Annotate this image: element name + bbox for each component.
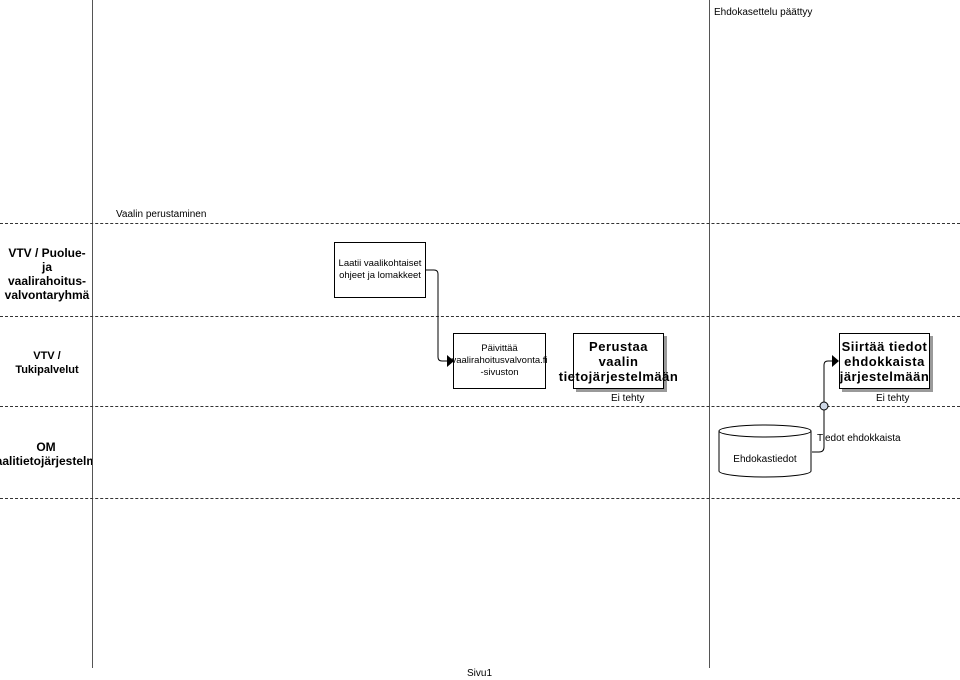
task-perustaa-vaalin[interactable]: Perustaa vaalin tietojärjestelmään	[559, 333, 678, 389]
connector-junction	[819, 401, 829, 411]
task-line: -sivuston	[480, 367, 519, 378]
lane-label-line: Tukipalvelut	[15, 364, 79, 376]
lane-separator-2	[0, 406, 960, 407]
arrowhead-sivusto	[447, 355, 454, 367]
task-laatii-ohjeet[interactable]: Laatii vaalikohtaiset ohjeet ja lomakkee…	[334, 242, 426, 298]
lane-label-line: valvontaryhmä	[4, 288, 90, 302]
lane-label-line: Vaalitietojärjestelmä	[0, 454, 92, 468]
lane-separator-top	[0, 223, 960, 224]
lane-label-line: OM	[36, 440, 56, 454]
status-perustaa: Ei tehty	[611, 393, 645, 404]
task-line: järjestelmään	[839, 368, 930, 384]
datastore-cylinder	[718, 424, 812, 478]
lane-label-line: ja	[41, 260, 52, 274]
connector-ohjeet-to-sivusto	[426, 269, 447, 362]
lane-separator-3	[0, 498, 960, 499]
lane-label-line: VTV / Puolue-	[8, 246, 86, 260]
task-line: vaalirahoitusvalvonta.fi	[451, 355, 548, 366]
lane-separator-1	[0, 316, 960, 317]
status-siirtaa: Ei tehty	[876, 393, 910, 404]
task-line: vaalin	[598, 353, 639, 369]
page-label: Sivu1	[467, 668, 493, 679]
task-line: Päivittää	[481, 343, 518, 354]
arrowhead-siirtaa	[832, 355, 839, 367]
lane-label-vtv-tukipalvelut: VTV / Tukipalvelut	[0, 349, 94, 377]
task-line: tietojärjestelmään	[558, 368, 679, 384]
task-line: Siirtää tiedot	[841, 338, 928, 354]
phase-header-left: Vaalin perustaminen	[116, 209, 207, 220]
lane-label-line: VTV /	[33, 350, 61, 362]
task-line: Perustaa	[589, 338, 648, 354]
lane-label-om: OM Vaalitietojärjestelmä	[0, 440, 92, 468]
lane-label-om-clip: OM Vaalitietojärjestelmä	[0, 440, 92, 472]
lane-label-vtv-puolue: VTV / Puolue- ja vaalirahoitus- valvonta…	[0, 246, 94, 302]
datastore-flow-label: Tiedot ehdokkaista	[817, 433, 901, 444]
lane-label-line: vaalirahoitus-	[7, 274, 87, 288]
phase-header-right: Ehdokasettelu päättyy	[714, 7, 813, 18]
phase-divider	[709, 0, 710, 668]
lane-label-divider	[92, 0, 93, 668]
task-paivittaa-sivusto[interactable]: Päivittää vaalirahoitusvalvonta.fi -sivu…	[451, 333, 548, 389]
task-line: ehdokkaista	[844, 353, 925, 369]
datastore-label: Ehdokastiedot	[733, 454, 797, 465]
task-siirtaa-tiedot[interactable]: Siirtää tiedot ehdokkaista järjestelmään	[839, 333, 930, 389]
